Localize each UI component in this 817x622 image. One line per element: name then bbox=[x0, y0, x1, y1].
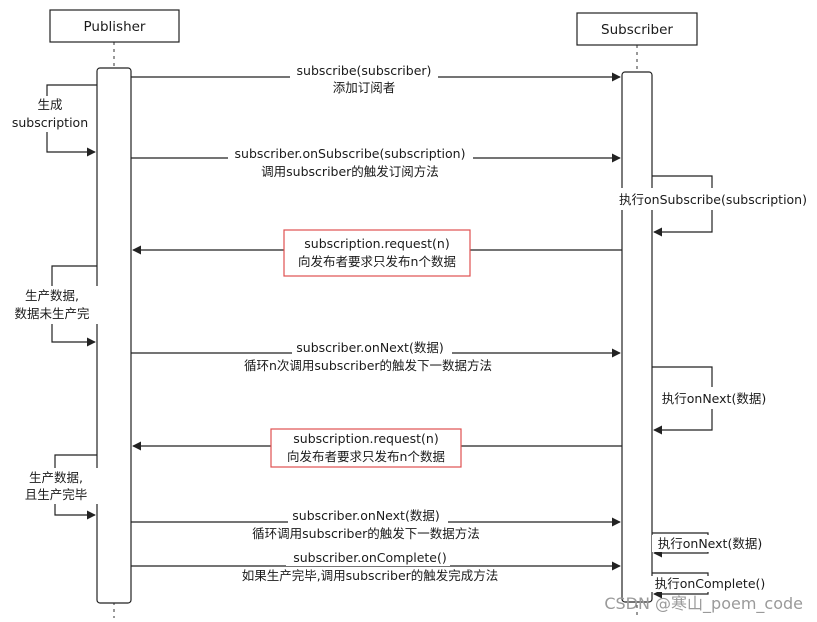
sub-self-onnext-2: 执行onNext(数据) bbox=[652, 532, 768, 558]
pub-produce2-line2: 且生产完毕 bbox=[25, 487, 88, 502]
pub-self-produce-1: 生产数据, 数据未生产完 bbox=[6, 265, 98, 347]
msg-onnext-1-line1: subscriber.onNext(数据) bbox=[296, 340, 443, 355]
csdn-watermark: CSDN @寒山_poem_code bbox=[604, 594, 803, 614]
pub-produce1-line1: 生产数据, bbox=[25, 288, 79, 303]
msg-request-2: subscription.request(n) 向发布者要求只发布n个数据 bbox=[132, 428, 622, 468]
pub-create-line1: 生成 bbox=[37, 97, 62, 112]
publisher-activation bbox=[96, 67, 132, 604]
highlight-box-request-1 bbox=[283, 229, 471, 277]
msg-onnext-2: subscriber.onNext(数据) 循环调用subscriber的触发下… bbox=[131, 508, 621, 541]
sub-onnext1-label: 执行onNext(数据) bbox=[662, 391, 766, 406]
msg-onnext-2-line2: 循环调用subscriber的触发下一数据方法 bbox=[252, 526, 480, 541]
pub-create-line2: subscription bbox=[12, 115, 88, 130]
publisher-box: Publisher bbox=[49, 9, 180, 43]
sub-self-onsubscribe: 执行onSubscribe(subscription) bbox=[612, 175, 814, 237]
subscriber-label: Subscriber bbox=[601, 22, 673, 38]
pub-produce2-line1: 生产数据, bbox=[29, 470, 83, 485]
msg-subscribe: subscribe(subscriber) 添加订阅者 bbox=[131, 63, 621, 95]
msg-onsubscribe-line1: subscriber.onSubscribe(subscription) bbox=[235, 146, 466, 161]
subscriber-box: Subscriber bbox=[576, 12, 698, 46]
msg-subscribe-line1: subscribe(subscriber) bbox=[297, 63, 432, 78]
msg-onsubscribe: subscriber.onSubscribe(subscription) 调用s… bbox=[131, 146, 621, 179]
msg-onnext-1-line2: 循环n次调用subscriber的触发下一数据方法 bbox=[244, 358, 492, 373]
msg-oncomplete: subscriber.onComplete() 如果生产完毕,调用subscri… bbox=[131, 550, 621, 583]
msg-onnext-2-line1: subscriber.onNext(数据) bbox=[292, 508, 439, 523]
publisher-label: Publisher bbox=[84, 19, 146, 35]
msg-onsubscribe-line2: 调用subscriber的触发订阅方法 bbox=[261, 164, 439, 179]
pub-produce1-line2: 数据未生产完 bbox=[14, 306, 89, 321]
highlight-box-request-2 bbox=[270, 428, 462, 468]
sub-self-onnext-1: 执行onNext(数据) bbox=[652, 366, 776, 435]
msg-request-1-line1: subscription.request(n) bbox=[304, 236, 449, 251]
sub-onsubscribe-label: 执行onSubscribe(subscription) bbox=[619, 192, 807, 207]
pub-self-produce-2: 生产数据, 且生产完毕 bbox=[14, 454, 98, 520]
msg-request-2-line2: 向发布者要求只发布n个数据 bbox=[287, 449, 445, 464]
msg-onnext-1: subscriber.onNext(数据) 循环n次调用subscriber的触… bbox=[131, 340, 621, 373]
msg-request-1-line2: 向发布者要求只发布n个数据 bbox=[298, 254, 456, 269]
msg-request-2-line1: subscription.request(n) bbox=[293, 431, 438, 446]
msg-oncomplete-line1: subscriber.onComplete() bbox=[293, 550, 447, 565]
msg-subscribe-line2: 添加订阅者 bbox=[333, 80, 396, 95]
msg-oncomplete-line2: 如果生产完毕,调用subscriber的触发完成方法 bbox=[242, 568, 499, 583]
subscriber-activation bbox=[621, 71, 653, 603]
sub-oncomplete-label: 执行onComplete() bbox=[655, 576, 766, 591]
msg-request-1: subscription.request(n) 向发布者要求只发布n个数据 bbox=[132, 229, 622, 277]
sub-self-oncomplete: 执行onComplete() bbox=[650, 572, 772, 599]
sub-onnext2-label: 执行onNext(数据) bbox=[658, 536, 762, 551]
pub-self-create-subscription: 生成 subscription bbox=[6, 84, 97, 157]
